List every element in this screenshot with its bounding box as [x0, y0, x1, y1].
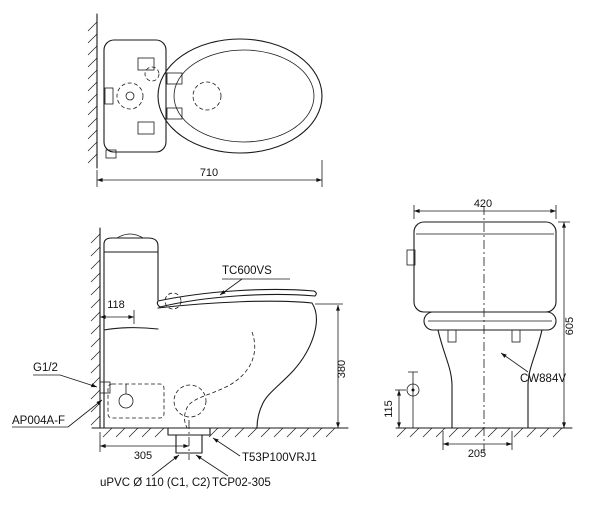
tank-detail-left — [104, 87, 114, 105]
wall-hatch-top — [87, 21, 98, 164]
seat-lid-side — [156, 288, 317, 308]
hinge-left — [166, 72, 183, 85]
label-upvc: uPVC Ø 110 (C1, C2) — [100, 477, 211, 489]
dim-380-label: 380 — [336, 360, 348, 378]
label-t53p100vrj1-leader — [212, 437, 241, 457]
wall-hatch-side — [90, 233, 101, 426]
tank-detail-lower — [137, 121, 155, 135]
label-g12-leader — [59, 374, 98, 388]
dim-305-label: 305 — [134, 450, 152, 462]
dim-710-label: 710 — [200, 167, 218, 179]
dim-205-extensions — [442, 431, 513, 450]
top-view: 710 — [87, 13, 323, 187]
label-t53p100vrj1: T53P100VRJ1 — [242, 452, 317, 464]
label-tcp02-305-leader — [195, 454, 229, 477]
shutoff-valve — [406, 383, 420, 397]
dim-420-label: 420 — [474, 198, 492, 210]
side-view: 118 380 305 TC600VS G1/2 AP004A-F T53P10… — [12, 227, 349, 489]
supply-stub-plan — [105, 149, 117, 159]
tank-rear-outline — [413, 221, 557, 313]
bolt-cover-right — [511, 329, 521, 343]
dim-118-label: 118 — [107, 299, 125, 311]
label-ap004af: AP004A-F — [12, 415, 65, 427]
lid-outer-ellipse — [157, 38, 323, 154]
fitting-hidden-box — [107, 383, 165, 419]
label-upvc-leader — [151, 454, 180, 477]
bolt-cover-left — [447, 329, 457, 343]
label-cw884v-leader — [500, 352, 529, 373]
toilet-side-outline — [103, 237, 317, 429]
flush-valve-hidden — [144, 66, 160, 82]
dim-605-label: 605 — [564, 317, 576, 335]
label-g12: G1/2 — [33, 362, 58, 374]
hinge-hidden-circle — [192, 81, 222, 111]
drain-pipe — [175, 434, 203, 454]
tank-detail-upper — [137, 57, 155, 71]
label-cw884v: CW884V — [520, 373, 566, 385]
fill-valve-hidden — [116, 82, 144, 110]
fitting-valve — [118, 393, 134, 409]
valve-stem — [408, 371, 418, 428]
trapway-hidden — [184, 331, 256, 429]
flush-lever-rear — [406, 249, 416, 266]
label-tc600vs-leader — [219, 278, 243, 296]
hinge-hidden-side — [164, 292, 182, 310]
floor-hatch-rear — [396, 427, 563, 438]
lid-inner-ellipse — [173, 49, 315, 143]
seat-rear — [423, 311, 557, 331]
valve-center — [411, 388, 415, 392]
label-tcp02-305: TCP02-305 — [212, 477, 271, 489]
supply-connection — [99, 381, 111, 394]
label-tc600vs: TC600VS — [222, 265, 272, 277]
pedestal-rear-outline — [437, 329, 543, 429]
dim-205-label: 205 — [468, 448, 486, 460]
floor-hatch-side — [102, 427, 336, 438]
fill-valve — [125, 91, 135, 101]
dim-115-label: 115 — [383, 400, 395, 418]
hinge-right — [166, 107, 183, 120]
tank-plan-outline — [103, 39, 167, 153]
label-ap004af-leader — [67, 399, 103, 428]
trap-bend-hidden — [173, 384, 207, 418]
flush-button-side — [116, 233, 144, 239]
rear-view: 420 605 115 205 CW884V — [383, 198, 576, 460]
dim-710-extensions — [96, 160, 323, 187]
